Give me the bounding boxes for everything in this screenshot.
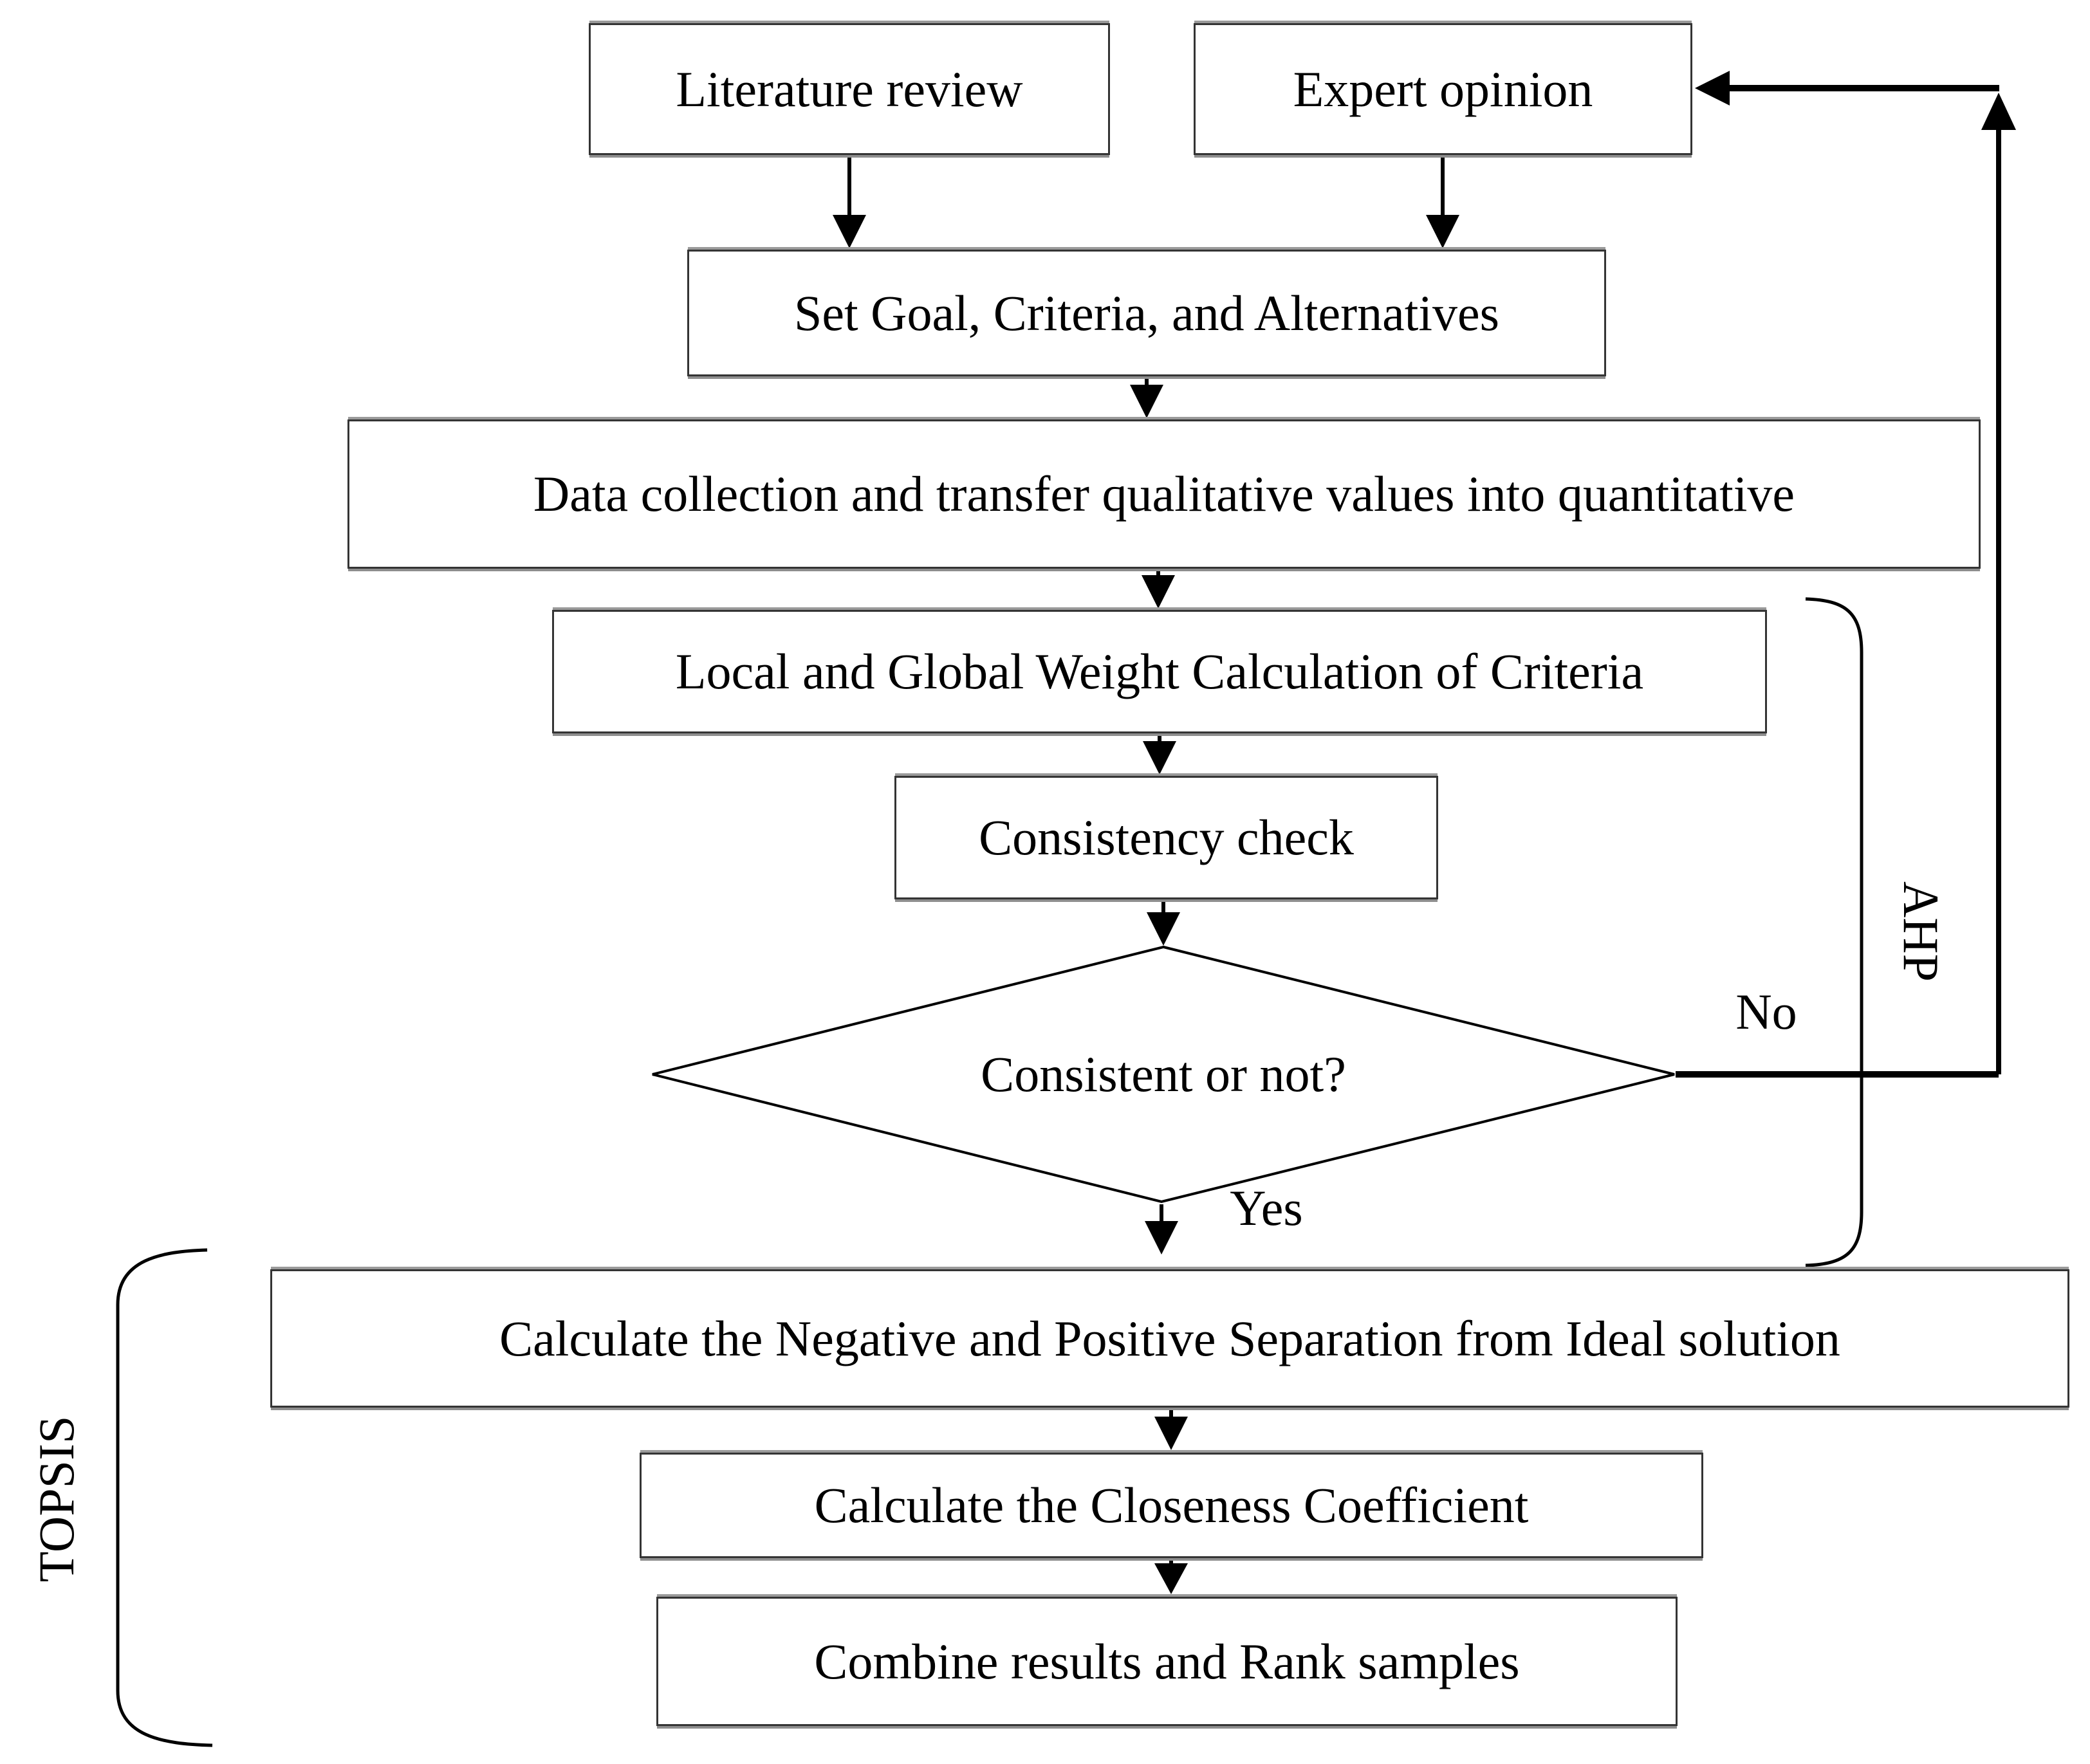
node-combine-rank: Combine results and Rank samples [656,1597,1678,1726]
arrowhead-up-icon [1981,93,2016,130]
node-weight-calculation: Local and Global Weight Calculation of C… [552,610,1767,733]
arrow-heads [833,215,1459,1594]
node-decision-label: Consistent or not? [981,1046,1346,1102]
arrow-stems [847,157,1445,1566]
node-expert-opinion: Expert opinion [1194,23,1692,155]
topsis-bracket [116,1248,213,1747]
ahp-bracket [1805,597,1863,1267]
node-literature-review: Literature review [589,23,1110,155]
arrowhead-down-icon [1147,912,1180,946]
group-label-ahp: AHP [1893,881,1949,982]
node-consistency-check: Consistency check [894,776,1438,899]
node-data-collection: Data collection and transfer qualitative… [347,419,1981,569]
arrowhead-down-icon [1145,1221,1178,1254]
edge-label-yes: Yes [1230,1180,1303,1236]
decision-diamond [652,945,1675,1204]
arrowhead-down-icon [833,215,866,248]
node-closeness-coefficient: Calculate the Closeness Coefficient [640,1453,1703,1558]
arrowhead-left-icon [1695,71,1730,106]
arrowhead-down-icon [1143,741,1176,775]
node-set-goal-criteria-alternatives: Set Goal, Criteria, and Alternatives [687,250,1606,376]
arrowhead-down-icon [1154,1563,1188,1594]
arrowhead-down-icon [1130,385,1163,418]
arrowhead-down-icon [1154,1417,1188,1450]
group-label-topsis: TOPSIS [28,1415,84,1583]
node-separation-calculation: Calculate the Negative and Positive Sepa… [270,1269,2069,1408]
arrowhead-down-icon [1142,575,1175,609]
edge-label-no: No [1735,984,1797,1040]
no-feedback-path [1676,71,2016,1078]
arrowhead-down-icon [1426,215,1459,248]
